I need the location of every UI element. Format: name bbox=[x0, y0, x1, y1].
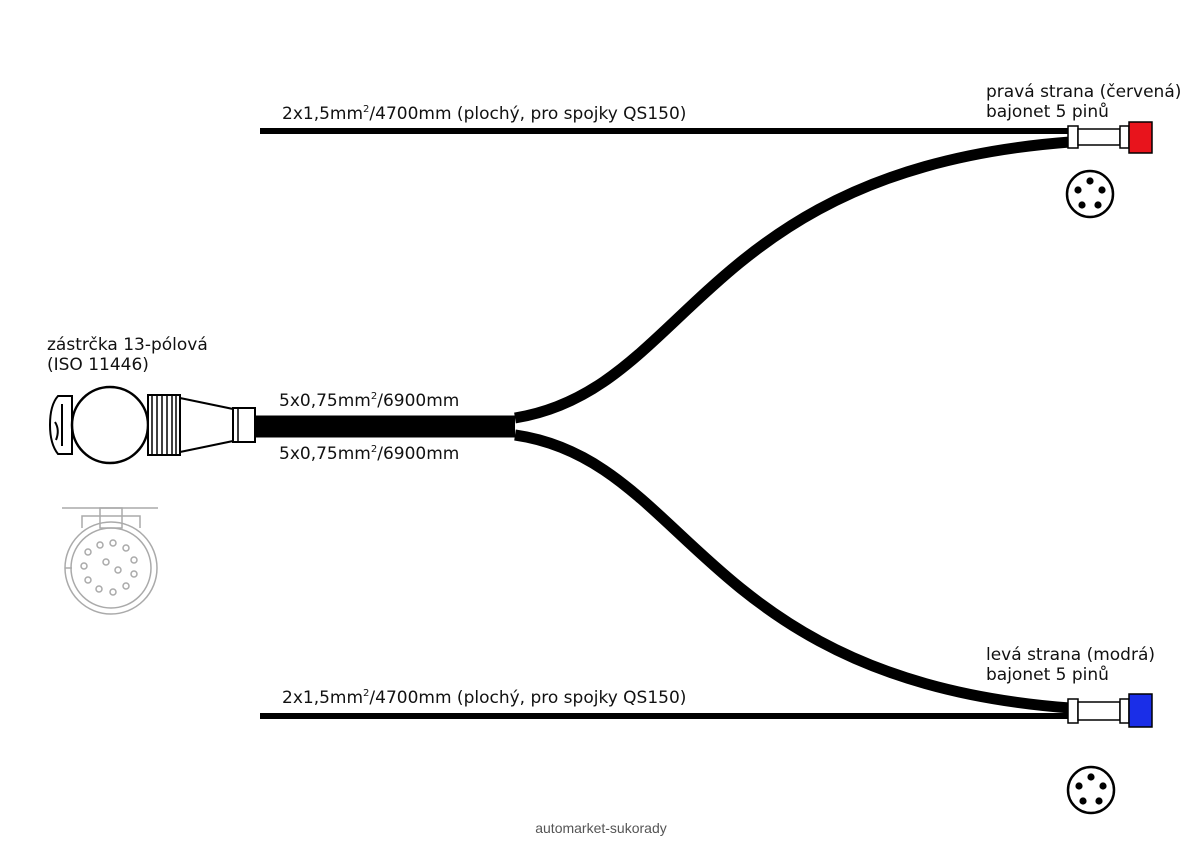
label-plug: zástrčka 13-pólová (ISO 11446) bbox=[47, 335, 208, 375]
label-left-side: levá strana (modrá) bajonet 5 pinů bbox=[986, 645, 1155, 685]
label-cable-bottom: 2x1,5mm2/4700mm (plochý, pro spojky QS15… bbox=[282, 688, 687, 708]
bayonet-connector-left bbox=[1067, 693, 1153, 728]
label-left-line1: levá strana (modrá) bbox=[986, 645, 1156, 665]
label-right-side: pravá strana (červená) bajonet 5 pinů bbox=[986, 82, 1181, 122]
plug-13-pin bbox=[48, 385, 256, 465]
five-pin-face-left bbox=[1066, 765, 1116, 815]
label-right-line2: bajonet 5 pinů bbox=[986, 102, 1109, 122]
label-plug-line1: zástrčka 13-pólová bbox=[47, 335, 208, 355]
label-cable-top: 2x1,5mm2/4700mm (plochý, pro spojky QS15… bbox=[282, 104, 687, 124]
bayonet-connector-right bbox=[1067, 121, 1153, 154]
label-plug-line2: (ISO 11446) bbox=[47, 355, 149, 375]
label-left-line2: bajonet 5 pinů bbox=[986, 665, 1109, 685]
label-trunk-lower: 5x0,75mm2/6900mm bbox=[279, 444, 460, 464]
red-cap bbox=[1128, 121, 1153, 154]
plug-13-pin-face-diagram bbox=[62, 507, 158, 615]
watermark-footer: automarket-sukorady bbox=[535, 820, 667, 836]
blue-cap bbox=[1128, 693, 1153, 728]
label-right-line1: pravá strana (červená) bbox=[986, 82, 1182, 102]
branch-cable-right bbox=[514, 136, 1071, 424]
five-pin-face-right bbox=[1065, 169, 1115, 219]
label-trunk-upper: 5x0,75mm2/6900mm bbox=[279, 391, 460, 411]
branch-cable-left bbox=[514, 429, 1071, 714]
